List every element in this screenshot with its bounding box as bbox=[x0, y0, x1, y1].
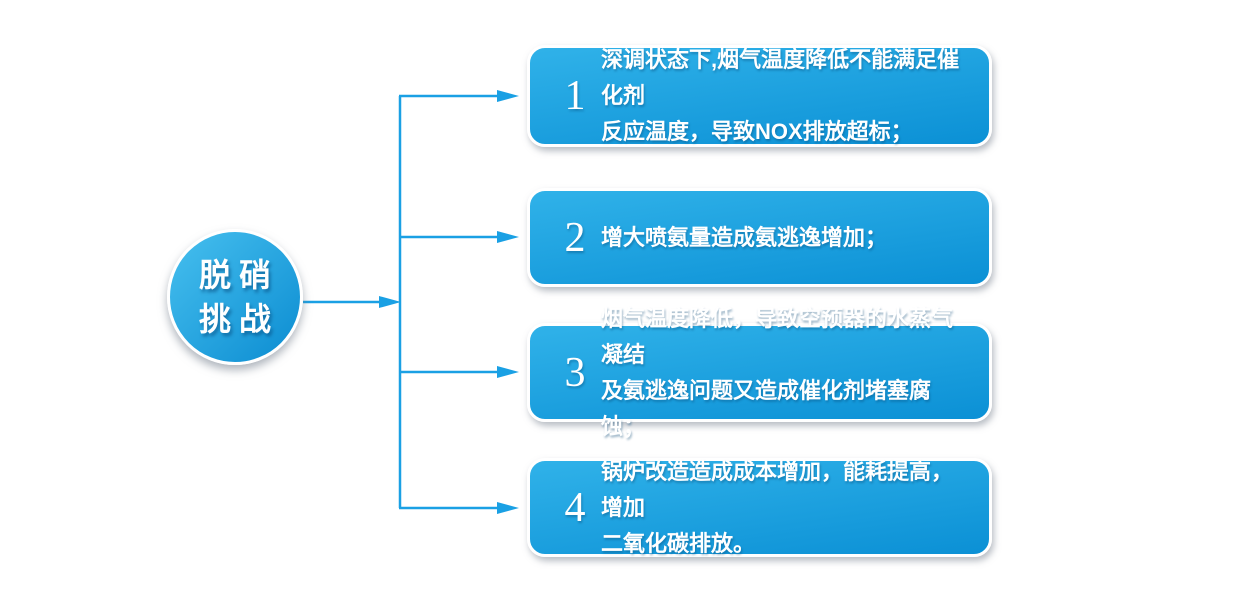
challenge-item-2: 2 增大喷氨量造成氨逃逸增加； bbox=[527, 188, 992, 287]
item-number: 4 bbox=[564, 484, 586, 531]
item-text: 深调状态下,烟气温度降低不能满足催化剂 反应温度，导致NOX排放超标； bbox=[601, 47, 960, 144]
item-number: 3 bbox=[564, 349, 586, 396]
item-number: 1 bbox=[564, 73, 586, 119]
challenge-item-3: 3 烟气温度降低，导致空预器的水蒸气凝结 及氨逃逸问题又造成催化剂堵塞腐蚀； bbox=[527, 306, 992, 439]
challenge-item-1: 1 深调状态下,烟气温度降低不能满足催化剂 反应温度，导致NOX排放超标； bbox=[527, 45, 992, 147]
root-node-label: 脱硝 挑战 bbox=[198, 257, 279, 337]
arrow-to-item-4 bbox=[399, 502, 519, 514]
arrow-to-item-3 bbox=[399, 366, 519, 378]
arrow-to-item-2 bbox=[399, 231, 519, 243]
arrow-from-root bbox=[303, 296, 401, 308]
item-text: 锅炉改造造成成本增加，能耗提高，增加 二氧化碳排放。 bbox=[601, 458, 954, 556]
arrow-to-item-1 bbox=[399, 90, 519, 102]
item-number: 2 bbox=[564, 214, 586, 261]
challenge-item-4: 4 锅炉改造造成成本增加，能耗提高，增加 二氧化碳排放。 bbox=[527, 458, 992, 557]
item-text: 增大喷氨量造成氨逃逸增加； bbox=[601, 224, 888, 250]
item-text: 烟气温度降低，导致空预器的水蒸气凝结 及氨逃逸问题又造成催化剂堵塞腐蚀； bbox=[601, 305, 954, 439]
root-node-circle: 脱硝 挑战 bbox=[167, 229, 303, 365]
